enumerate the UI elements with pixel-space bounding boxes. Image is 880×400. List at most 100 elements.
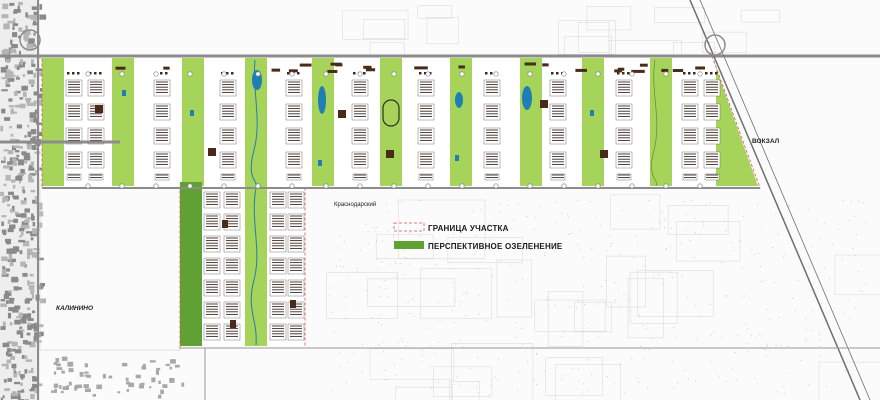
- field-dot: [393, 236, 395, 238]
- field-dot: [555, 243, 557, 245]
- stream: [250, 59, 258, 187]
- town-building: [6, 59, 11, 62]
- field-dot: [375, 231, 377, 233]
- town-building: [39, 14, 47, 20]
- town-building: [29, 389, 34, 392]
- town-building: [149, 386, 152, 389]
- public-building: [230, 320, 236, 328]
- green-corridor: [520, 58, 542, 186]
- town-building: [28, 284, 35, 290]
- roundabout: [391, 183, 397, 189]
- legend-swatches: [393, 222, 425, 249]
- field-dot: [847, 299, 849, 301]
- town-building: [74, 386, 77, 391]
- town-building: [14, 319, 21, 325]
- roundabout: [255, 183, 261, 189]
- field-dot: [591, 248, 593, 250]
- field-dot: [438, 382, 440, 384]
- town-building: [30, 237, 34, 241]
- public-building: [631, 69, 645, 73]
- field-dot: [710, 334, 712, 336]
- field-parcel: [342, 10, 409, 40]
- town-building: [8, 253, 13, 260]
- field-dot: [540, 205, 542, 207]
- field-dot: [408, 263, 410, 265]
- town-building: [36, 202, 43, 206]
- roundabout: [527, 71, 533, 77]
- roundabout: [697, 71, 703, 77]
- field-dot: [421, 349, 423, 351]
- town-building: [24, 135, 27, 138]
- field-dot: [606, 250, 608, 252]
- field-dot: [809, 290, 811, 292]
- residential-block: [286, 173, 302, 181]
- town-building: [20, 232, 24, 236]
- town-building: [27, 318, 34, 322]
- field-dot: [522, 343, 524, 345]
- field-dot: [669, 271, 671, 273]
- residential-block: [352, 173, 368, 181]
- town-building: [31, 59, 34, 65]
- field-dot: [619, 253, 621, 255]
- town-building: [5, 351, 9, 356]
- roundabout: [425, 71, 431, 77]
- field-dot: [333, 331, 335, 333]
- house: [231, 72, 234, 75]
- field-dot: [492, 274, 494, 276]
- field-dot: [431, 387, 433, 389]
- field-dot: [583, 256, 585, 258]
- field-dot: [544, 252, 546, 254]
- town-building: [1, 49, 8, 55]
- field-dot: [854, 307, 856, 309]
- town-building: [39, 71, 44, 77]
- town-building: [37, 131, 44, 137]
- town-building: [9, 208, 14, 213]
- town-building: [33, 91, 39, 96]
- house: [556, 72, 559, 75]
- field-dot: [795, 310, 797, 312]
- town-building: [32, 147, 37, 150]
- town-building: [11, 348, 16, 352]
- town-building: [27, 174, 33, 180]
- field-dot: [850, 201, 852, 203]
- town-building: [27, 322, 31, 327]
- town-building: [143, 363, 146, 369]
- town-building: [12, 341, 17, 345]
- field-dot: [806, 329, 808, 331]
- town-building: [10, 356, 16, 360]
- town-building: [25, 97, 32, 101]
- roundabout: [391, 71, 397, 77]
- field-dot: [644, 349, 646, 351]
- town-building: [33, 117, 39, 123]
- town-building: [27, 325, 32, 331]
- town-building: [24, 341, 32, 345]
- field-dot: [621, 209, 623, 211]
- roundabout: [323, 183, 329, 189]
- field-dot: [533, 228, 535, 230]
- town-building: [83, 384, 89, 389]
- field-dot: [680, 243, 682, 245]
- field-dot: [506, 299, 508, 301]
- town-building: [32, 376, 36, 382]
- field-dot: [758, 252, 760, 254]
- town-building: [26, 43, 34, 49]
- field-dot: [367, 242, 369, 244]
- public-building: [288, 69, 298, 73]
- house: [693, 72, 696, 75]
- field-dot: [434, 353, 436, 355]
- town-building: [19, 97, 24, 100]
- field-dot: [336, 247, 338, 249]
- field-dot: [463, 293, 465, 295]
- town-building: [34, 388, 38, 394]
- town-building: [24, 219, 30, 223]
- town-building: [23, 160, 28, 164]
- town-building: [33, 248, 40, 251]
- town-building: [84, 371, 89, 374]
- field-dot: [608, 235, 610, 237]
- field-dot: [623, 294, 625, 296]
- field-dot: [547, 304, 549, 306]
- field-dot: [567, 216, 569, 218]
- town-building: [11, 391, 17, 394]
- town-building: [28, 179, 34, 183]
